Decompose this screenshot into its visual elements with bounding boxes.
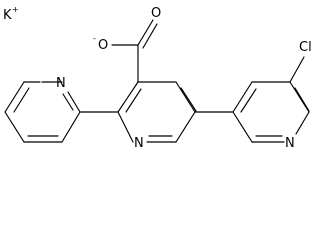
bond bbox=[240, 88, 257, 113]
atom-labels: K + O - O N N N Cl bbox=[3, 5, 312, 151]
potassium-charge: + bbox=[12, 5, 19, 14]
bond bbox=[180, 87, 197, 112]
bond bbox=[61, 111, 81, 143]
oxygen-negative-charge: - bbox=[93, 34, 96, 43]
chlorine-label: Cl bbox=[299, 40, 312, 55]
anion-oxygen-label: O bbox=[98, 38, 108, 53]
bond bbox=[117, 111, 134, 143]
bond bbox=[232, 81, 253, 113]
bond bbox=[232, 111, 253, 143]
left-ring-nitrogen-label: N bbox=[56, 76, 66, 91]
bond bbox=[294, 87, 310, 112]
potassium-label: K bbox=[3, 8, 12, 23]
bond bbox=[289, 81, 310, 113]
bond bbox=[142, 23, 158, 49]
bond bbox=[4, 81, 25, 113]
bond bbox=[13, 87, 30, 113]
bond bbox=[137, 19, 154, 46]
bond bbox=[125, 88, 142, 113]
bond bbox=[175, 81, 196, 113]
bond-lines bbox=[4, 19, 310, 143]
bond bbox=[67, 91, 81, 113]
right-ring-nitrogen-label: N bbox=[285, 136, 295, 151]
bond bbox=[4, 111, 25, 143]
central-ring-nitrogen-label: N bbox=[134, 136, 144, 151]
bond bbox=[117, 81, 139, 113]
carbonyl-oxygen-label: O bbox=[151, 6, 161, 21]
bond bbox=[295, 111, 310, 135]
bond bbox=[175, 111, 196, 143]
bond bbox=[289, 56, 305, 83]
chemical-structure: K + O - O N N N Cl bbox=[3, 5, 312, 151]
bond bbox=[62, 93, 74, 111]
